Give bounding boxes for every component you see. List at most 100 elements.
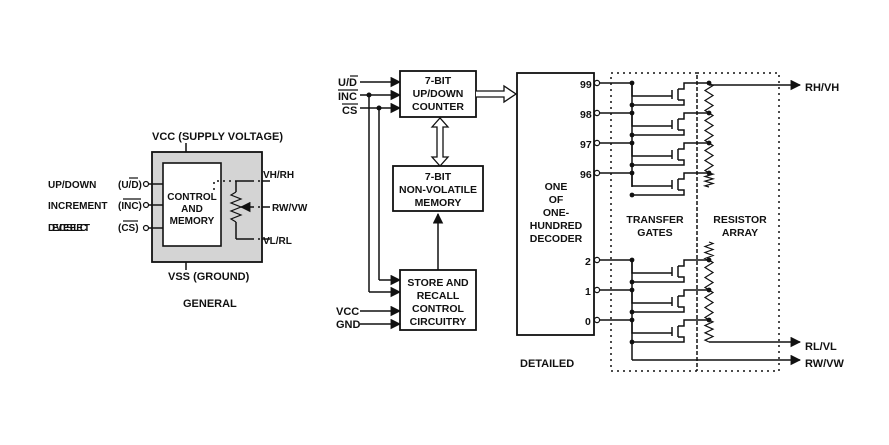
resistor-segment	[703, 319, 715, 343]
drain-line	[678, 112, 709, 120]
transfer-gates-line-2: GATES	[637, 227, 672, 239]
detailed-memory-line-2: NON-VOLATILE	[399, 184, 477, 196]
resistor-array-line-2: ARRAY	[722, 227, 758, 239]
general-vss-label: VSS (GROUND)	[168, 271, 250, 283]
detailed-counter-line-3: COUNTER	[412, 101, 464, 113]
transfer-gates-line-1: TRANSFER	[626, 214, 684, 226]
tap-label-1: 1	[585, 286, 591, 298]
detailed-diagram: U/D INC CS 7-BIT UP/DOWN COUNTER 7-BIT N…	[336, 70, 845, 372]
general-input-name-increment: INCREMENT	[48, 201, 107, 212]
switch-network	[593, 79, 802, 366]
resistor-segment	[703, 289, 715, 321]
drain-line	[678, 172, 709, 180]
general-output-vh-rh: VH/RH	[263, 170, 294, 181]
detailed-store-line-4: CIRCUITRY	[410, 316, 467, 328]
general-caption: GENERAL	[183, 298, 237, 310]
gate-drive-line	[631, 260, 672, 274]
detailed-pin-cs: CS	[342, 105, 357, 117]
detailed-decoder-block	[516, 72, 595, 336]
wiper-bus-node	[629, 192, 635, 198]
detailed-output-rl-vl: RL/VL	[805, 341, 837, 353]
resistor-segment	[703, 241, 715, 261]
general-input-name-updown: UP/DOWN	[48, 180, 96, 191]
resistor-node	[706, 140, 712, 146]
resistor-segment	[703, 82, 715, 114]
resistor-segment	[703, 112, 715, 144]
general-input-pin-increment: (INC)	[118, 201, 142, 212]
resistor-array-region	[696, 72, 780, 372]
general-output-rw-vw: RW/VW	[272, 203, 308, 214]
detailed-pin-gnd: GND	[336, 319, 361, 331]
detailed-decoder-line-1: ONE	[545, 181, 568, 193]
resistor-node	[706, 317, 712, 323]
gate-drive-line	[631, 290, 672, 304]
detailed-counter-decoder-bus	[476, 84, 518, 104]
source-line	[632, 306, 685, 313]
detailed-pin-inc: INC	[338, 91, 357, 103]
drain-line	[678, 289, 709, 297]
general-control-memory-block	[162, 162, 222, 247]
detailed-store-recall-block	[399, 269, 477, 331]
detailed-decoder-line-3: ONE-	[543, 207, 570, 219]
resistor-node	[706, 170, 712, 176]
tap-label-97: 97	[580, 139, 592, 151]
detailed-decoder-line-5: DECODER	[530, 233, 583, 245]
source-line	[632, 189, 685, 196]
source-line	[632, 276, 685, 283]
gate-drive-line	[631, 320, 672, 334]
general-input-pin-device-select: (CS)	[118, 223, 139, 234]
general-block-line-2: AND	[181, 204, 203, 215]
drain-line	[678, 319, 709, 327]
source-line	[632, 159, 685, 166]
source-line	[632, 336, 685, 343]
tap-terminal	[593, 169, 601, 177]
general-input-pin-updown: (U/D)	[118, 180, 142, 191]
tap-label-2: 2	[585, 256, 591, 268]
gate-drive-line	[631, 83, 672, 97]
detailed-store-line-3: CONTROL	[412, 303, 464, 315]
detailed-decoder-line-4: HUNDRED	[530, 220, 583, 232]
detailed-counter-memory-bus	[430, 117, 450, 167]
tap-terminal	[593, 316, 601, 324]
resistor-segment	[702, 172, 716, 188]
general-block-line-3: MEMORY	[170, 216, 215, 227]
resistor-node	[706, 110, 712, 116]
detailed-store-line-1: STORE AND	[407, 277, 469, 289]
resistor-segment	[703, 259, 715, 291]
tap-terminal	[593, 286, 601, 294]
resistor-node	[706, 287, 712, 293]
general-input-name-device-select: DEVICE SELECT	[48, 223, 90, 234]
tap-terminal	[593, 139, 601, 147]
detailed-store-line-2: RECALL	[417, 290, 460, 302]
detailed-output-rw-vw: RW/VW	[805, 358, 845, 370]
tap-terminal	[593, 256, 601, 264]
detailed-pin-updown: U/D	[338, 77, 357, 89]
drain-line	[678, 82, 709, 90]
general-block-line-1: CONTROL	[167, 192, 216, 203]
drain-line	[678, 259, 709, 267]
detailed-caption: DETAILED	[520, 358, 574, 370]
general-vcc-label: VCC (SUPPLY VOLTAGE)	[152, 131, 283, 143]
transfer-gates-region	[610, 72, 698, 372]
detailed-counter-block	[399, 70, 477, 118]
tap-terminal	[593, 79, 601, 87]
tap-label-99: 99	[580, 79, 592, 91]
detailed-counter-line-2: UP/DOWN	[413, 88, 464, 100]
general-output-vl-rl: VL/RL	[263, 236, 292, 247]
detailed-pin-vcc: VCC	[336, 306, 359, 318]
gate-drive-line	[631, 113, 672, 127]
detailed-decoder-line-2: OF	[549, 194, 564, 206]
gate-drive-line	[631, 173, 672, 187]
detailed-memory-block	[392, 165, 484, 212]
gate-drive-line	[631, 143, 672, 157]
resistor-segment	[703, 142, 715, 174]
tap-label-98: 98	[580, 109, 592, 121]
resistor-node	[706, 80, 712, 86]
source-line	[632, 99, 685, 106]
drain-line	[678, 142, 709, 150]
tap-terminal	[593, 109, 601, 117]
general-diagram: VCC (SUPPLY VOLTAGE) CONTROL AND MEMORY …	[48, 131, 308, 310]
detailed-memory-line-1: 7-BIT	[425, 171, 452, 183]
detailed-output-rh-vh: RH/VH	[805, 82, 839, 94]
